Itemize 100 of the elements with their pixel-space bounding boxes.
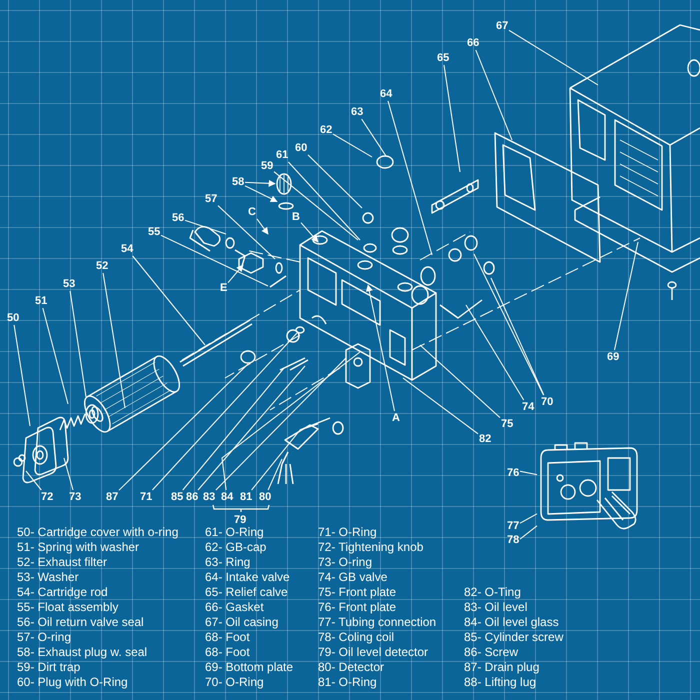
callout-number: 84 bbox=[221, 491, 234, 503]
callout-number: 76 bbox=[507, 467, 520, 479]
arrow bbox=[366, 284, 395, 412]
leader-line bbox=[274, 171, 358, 240]
parts-list-entry: 59- Dirt trap bbox=[17, 660, 80, 674]
parts-list-entry: 87- Drain plug bbox=[464, 660, 540, 674]
callout-number: 52 bbox=[96, 260, 108, 272]
leader-line bbox=[215, 358, 346, 490]
leader-line bbox=[466, 304, 524, 400]
parts-list-entry: 65- Relief calve bbox=[205, 585, 288, 599]
parts-list-entry: 74- GB valve bbox=[318, 570, 388, 584]
leader-line bbox=[198, 366, 306, 490]
parts-list-entry: 58- Exhaust plug w. seal bbox=[17, 645, 148, 659]
leader-line bbox=[490, 278, 544, 396]
callout-number: 67 bbox=[496, 20, 508, 32]
parts-list-entry: 61- O-Ring bbox=[205, 525, 264, 539]
arrow bbox=[300, 222, 318, 243]
arrow bbox=[256, 218, 268, 235]
leader-line bbox=[475, 50, 512, 140]
callout-number: 72 bbox=[41, 491, 54, 503]
parts-list-entry: 73- O-ring bbox=[318, 555, 372, 569]
parts-list-entry: 79- Oil level detector bbox=[318, 645, 428, 659]
parts-list-entry: 85- Cylinder screw bbox=[464, 630, 564, 644]
leader-line bbox=[520, 513, 538, 524]
parts-list-entry: 81- O-Ring bbox=[318, 675, 377, 689]
parts-list-entry: 53- Washer bbox=[17, 570, 79, 584]
callout-number: 63 bbox=[351, 106, 364, 118]
parts-list-entry: 54- Cartridge rod bbox=[17, 585, 108, 599]
parts-list-entry: 57- O-ring bbox=[17, 630, 72, 644]
leader-line bbox=[14, 324, 30, 426]
leader-line bbox=[26, 470, 42, 490]
callout-number: 83 bbox=[203, 491, 216, 503]
callout-number: 73 bbox=[69, 491, 82, 503]
leader-line bbox=[308, 154, 362, 208]
parts-list-entry: 68- Foot bbox=[205, 645, 250, 659]
parts-list-entry: 67- Oil casing bbox=[205, 615, 278, 629]
parts-list-entry: 77- Tubing connection bbox=[318, 615, 436, 629]
leader-line bbox=[420, 344, 500, 418]
leader-line bbox=[251, 424, 318, 490]
parts-list-entry: 72- Tightening knob bbox=[318, 540, 424, 554]
parts-list-entry: 88- Lifting lug bbox=[464, 675, 536, 689]
leader-line bbox=[70, 290, 86, 398]
callout-number: 87 bbox=[106, 491, 118, 503]
callout-number: 80 bbox=[259, 491, 272, 503]
leader-line bbox=[520, 470, 538, 476]
parts-list-entry: 84- Oil level glass bbox=[464, 615, 559, 629]
parts-list-entry: 62- GB-cap bbox=[205, 540, 266, 554]
callout-number: 66 bbox=[467, 37, 480, 49]
callout-number: 77 bbox=[507, 520, 520, 532]
leader-line bbox=[508, 30, 598, 86]
callout-number: 70 bbox=[541, 396, 554, 408]
leader-line bbox=[221, 352, 360, 490]
arrow bbox=[228, 264, 244, 284]
parts-list-entry: 52- Exhaust filter bbox=[17, 555, 108, 569]
callout-number: 64 bbox=[380, 88, 392, 100]
callout-number: 59 bbox=[261, 160, 274, 172]
leader-line bbox=[332, 134, 372, 158]
parts-list-entry: 82- O-Ting bbox=[464, 585, 521, 599]
callout-number: E bbox=[220, 282, 228, 294]
callout-number: 57 bbox=[205, 193, 218, 205]
parts-list-entry: 86- Screw bbox=[464, 645, 518, 659]
callout-number: 86 bbox=[186, 491, 198, 503]
leader-line bbox=[64, 458, 74, 490]
callout-number: 65 bbox=[437, 52, 450, 64]
leader-line bbox=[288, 162, 360, 240]
leader-line bbox=[102, 272, 126, 408]
leader-line bbox=[218, 205, 276, 260]
leader-line bbox=[402, 378, 478, 434]
callout-number: 50 bbox=[7, 312, 20, 324]
callout-number: 75 bbox=[501, 418, 514, 430]
parts-list-entry: 78- Coling coil bbox=[318, 630, 394, 644]
arrow bbox=[244, 180, 276, 187]
parts-list-entry: 83- Oil level bbox=[464, 600, 528, 614]
leader-line bbox=[474, 254, 544, 396]
parts-list-entry: 69- Bottom plate bbox=[205, 660, 294, 674]
callout-number: 74 bbox=[522, 401, 534, 413]
parts-list-entry: 64- Intake valve bbox=[205, 570, 290, 584]
callout-number: 62 bbox=[320, 124, 332, 136]
leader-line bbox=[184, 220, 226, 234]
callout-number: 82 bbox=[479, 433, 492, 445]
parts-list-entry: 68- Foot bbox=[205, 630, 250, 644]
callout-number: 54 bbox=[121, 243, 134, 255]
callout-number: 58 bbox=[232, 176, 244, 188]
parts-list-entry: 76- Front plate bbox=[318, 600, 396, 614]
callout-number: C bbox=[248, 206, 256, 218]
parts-list-entry: 55- Float assembly bbox=[17, 600, 118, 614]
callout-number: 56 bbox=[172, 212, 184, 224]
parts-list-entry: 50- Cartridge cover with o-ring bbox=[17, 525, 178, 539]
callout-number: 71 bbox=[140, 491, 152, 503]
callout-number: 79 bbox=[234, 514, 246, 526]
parts-list-entry: 51- Spring with washer bbox=[17, 540, 140, 554]
callout-number: 51 bbox=[35, 295, 48, 307]
arrow bbox=[244, 185, 278, 202]
callout-number: 69 bbox=[607, 351, 620, 363]
parts-list-entry: 66- Gasket bbox=[205, 600, 264, 614]
callout-number: 81 bbox=[240, 491, 252, 503]
parts-list-entry: 70- O-Ring bbox=[205, 675, 264, 689]
leader-line bbox=[268, 458, 282, 490]
leader-line bbox=[614, 242, 638, 350]
parts-list-entry: 75- Front plate bbox=[318, 585, 396, 599]
